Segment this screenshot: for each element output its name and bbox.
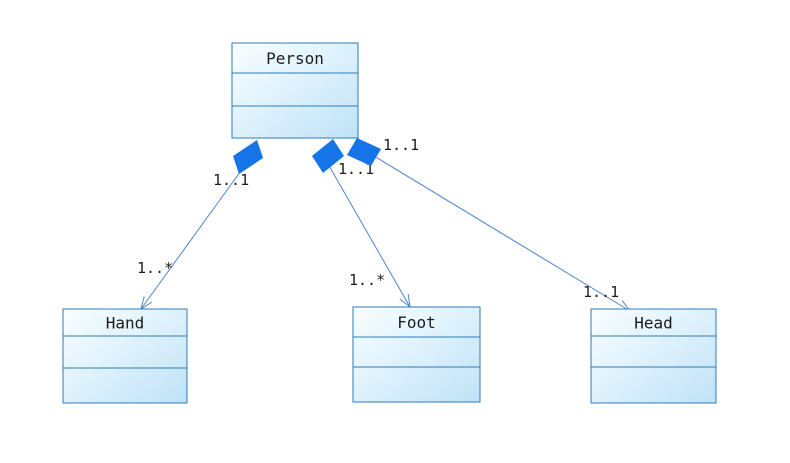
- multiplicity-label-target: 1..1: [583, 283, 619, 301]
- class-name: Head: [634, 314, 673, 333]
- composition-diamond-icon: [233, 140, 263, 174]
- class-name: Person: [266, 49, 324, 68]
- association-line: [327, 163, 411, 308]
- class-box: [352, 306, 481, 403]
- class-node-hand[interactable]: Hand: [62, 308, 188, 404]
- class-name: Hand: [106, 314, 145, 333]
- composition-diamond-icon: [347, 138, 381, 166]
- multiplicity-label-source: 1..1: [338, 160, 374, 178]
- class-node-person[interactable]: Person: [231, 42, 359, 139]
- class-node-foot[interactable]: Foot: [352, 306, 481, 403]
- class-box: [590, 308, 717, 404]
- class-node-head[interactable]: Head: [590, 308, 717, 404]
- edge-person-hand[interactable]: 1..1 1..*: [137, 140, 263, 311]
- class-name: Foot: [397, 313, 436, 332]
- multiplicity-label-target: 1..*: [137, 259, 173, 277]
- class-box: [231, 42, 359, 139]
- association-line: [373, 155, 631, 312]
- multiplicity-label-source: 1..1: [213, 171, 249, 189]
- class-box: [62, 308, 188, 404]
- association-line: [140, 167, 244, 310]
- edge-person-head[interactable]: 1..1 1..1: [347, 136, 632, 312]
- multiplicity-label-target: 1..*: [349, 271, 385, 289]
- edge-person-foot[interactable]: 1..1 1..*: [312, 139, 411, 309]
- composition-diamond-icon: [312, 139, 344, 173]
- multiplicity-label-source: 1..1: [383, 136, 419, 154]
